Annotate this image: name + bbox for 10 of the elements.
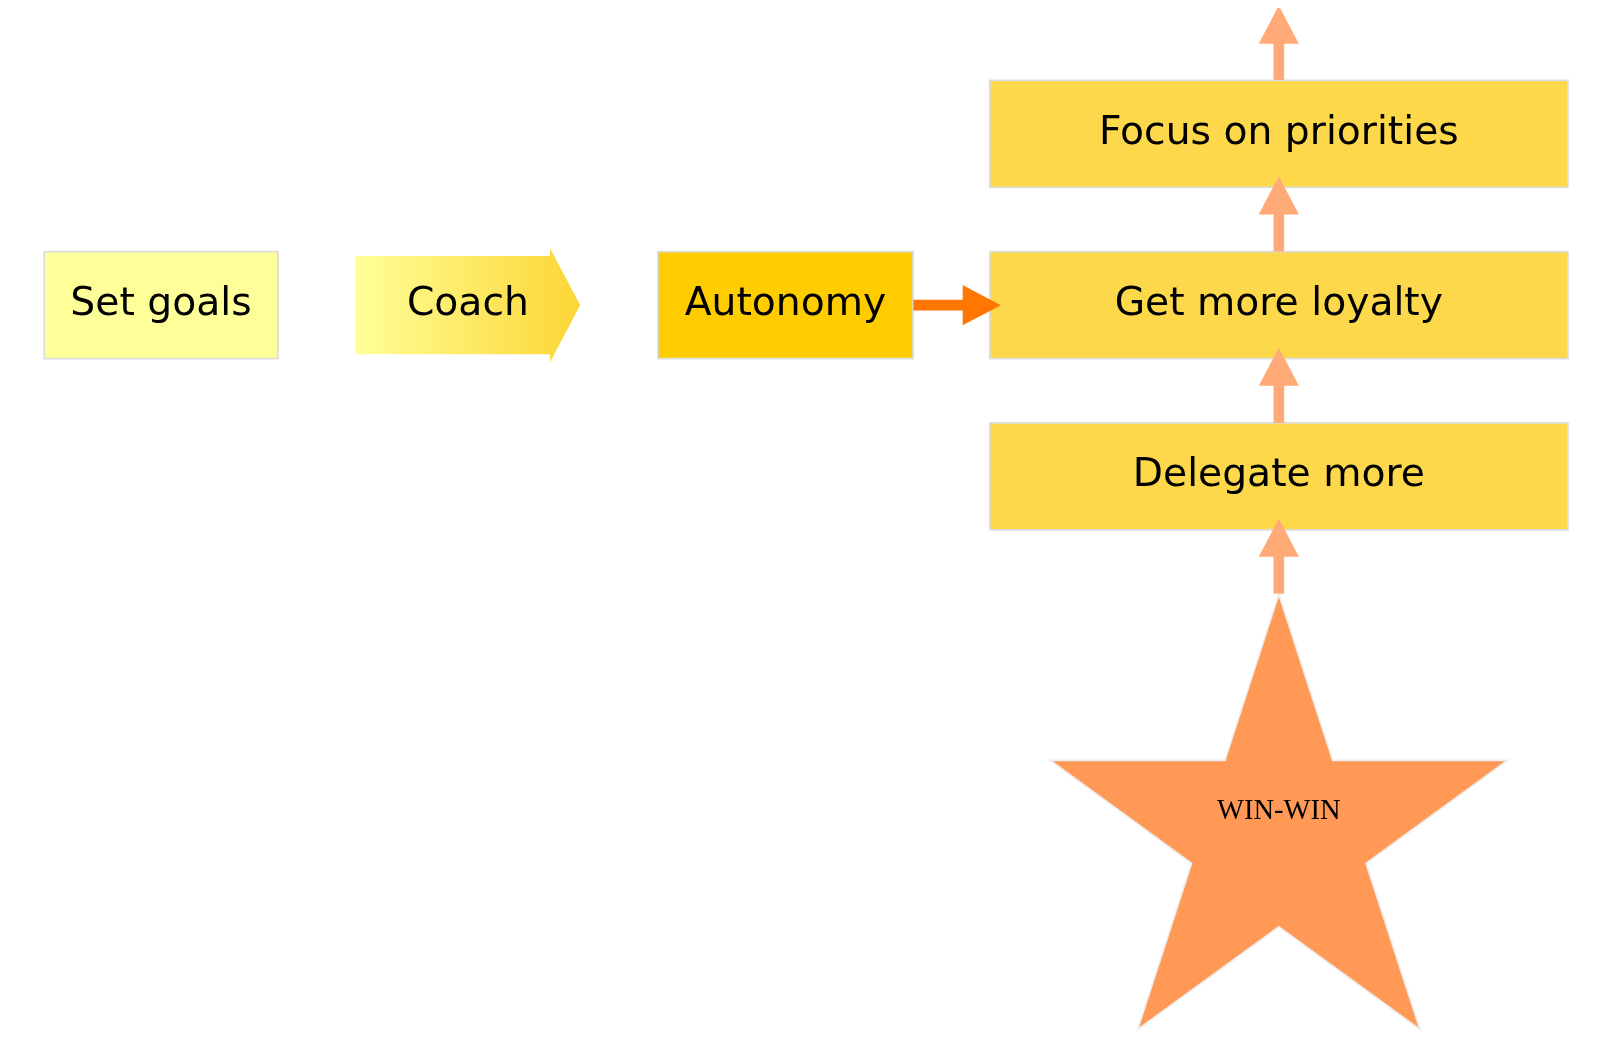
arrow	[1258, 518, 1299, 594]
node-box: Get more loyalty	[988, 250, 1569, 360]
node-box: Autonomy	[656, 250, 914, 360]
node-box: Set goals	[42, 250, 279, 360]
node-box: Focus on priorities	[988, 79, 1569, 189]
arrow	[912, 285, 1001, 326]
node-box: Delegate more	[988, 422, 1569, 531]
arrow	[1258, 176, 1299, 252]
arrow	[1258, 347, 1299, 423]
arrow	[1258, 8, 1299, 81]
